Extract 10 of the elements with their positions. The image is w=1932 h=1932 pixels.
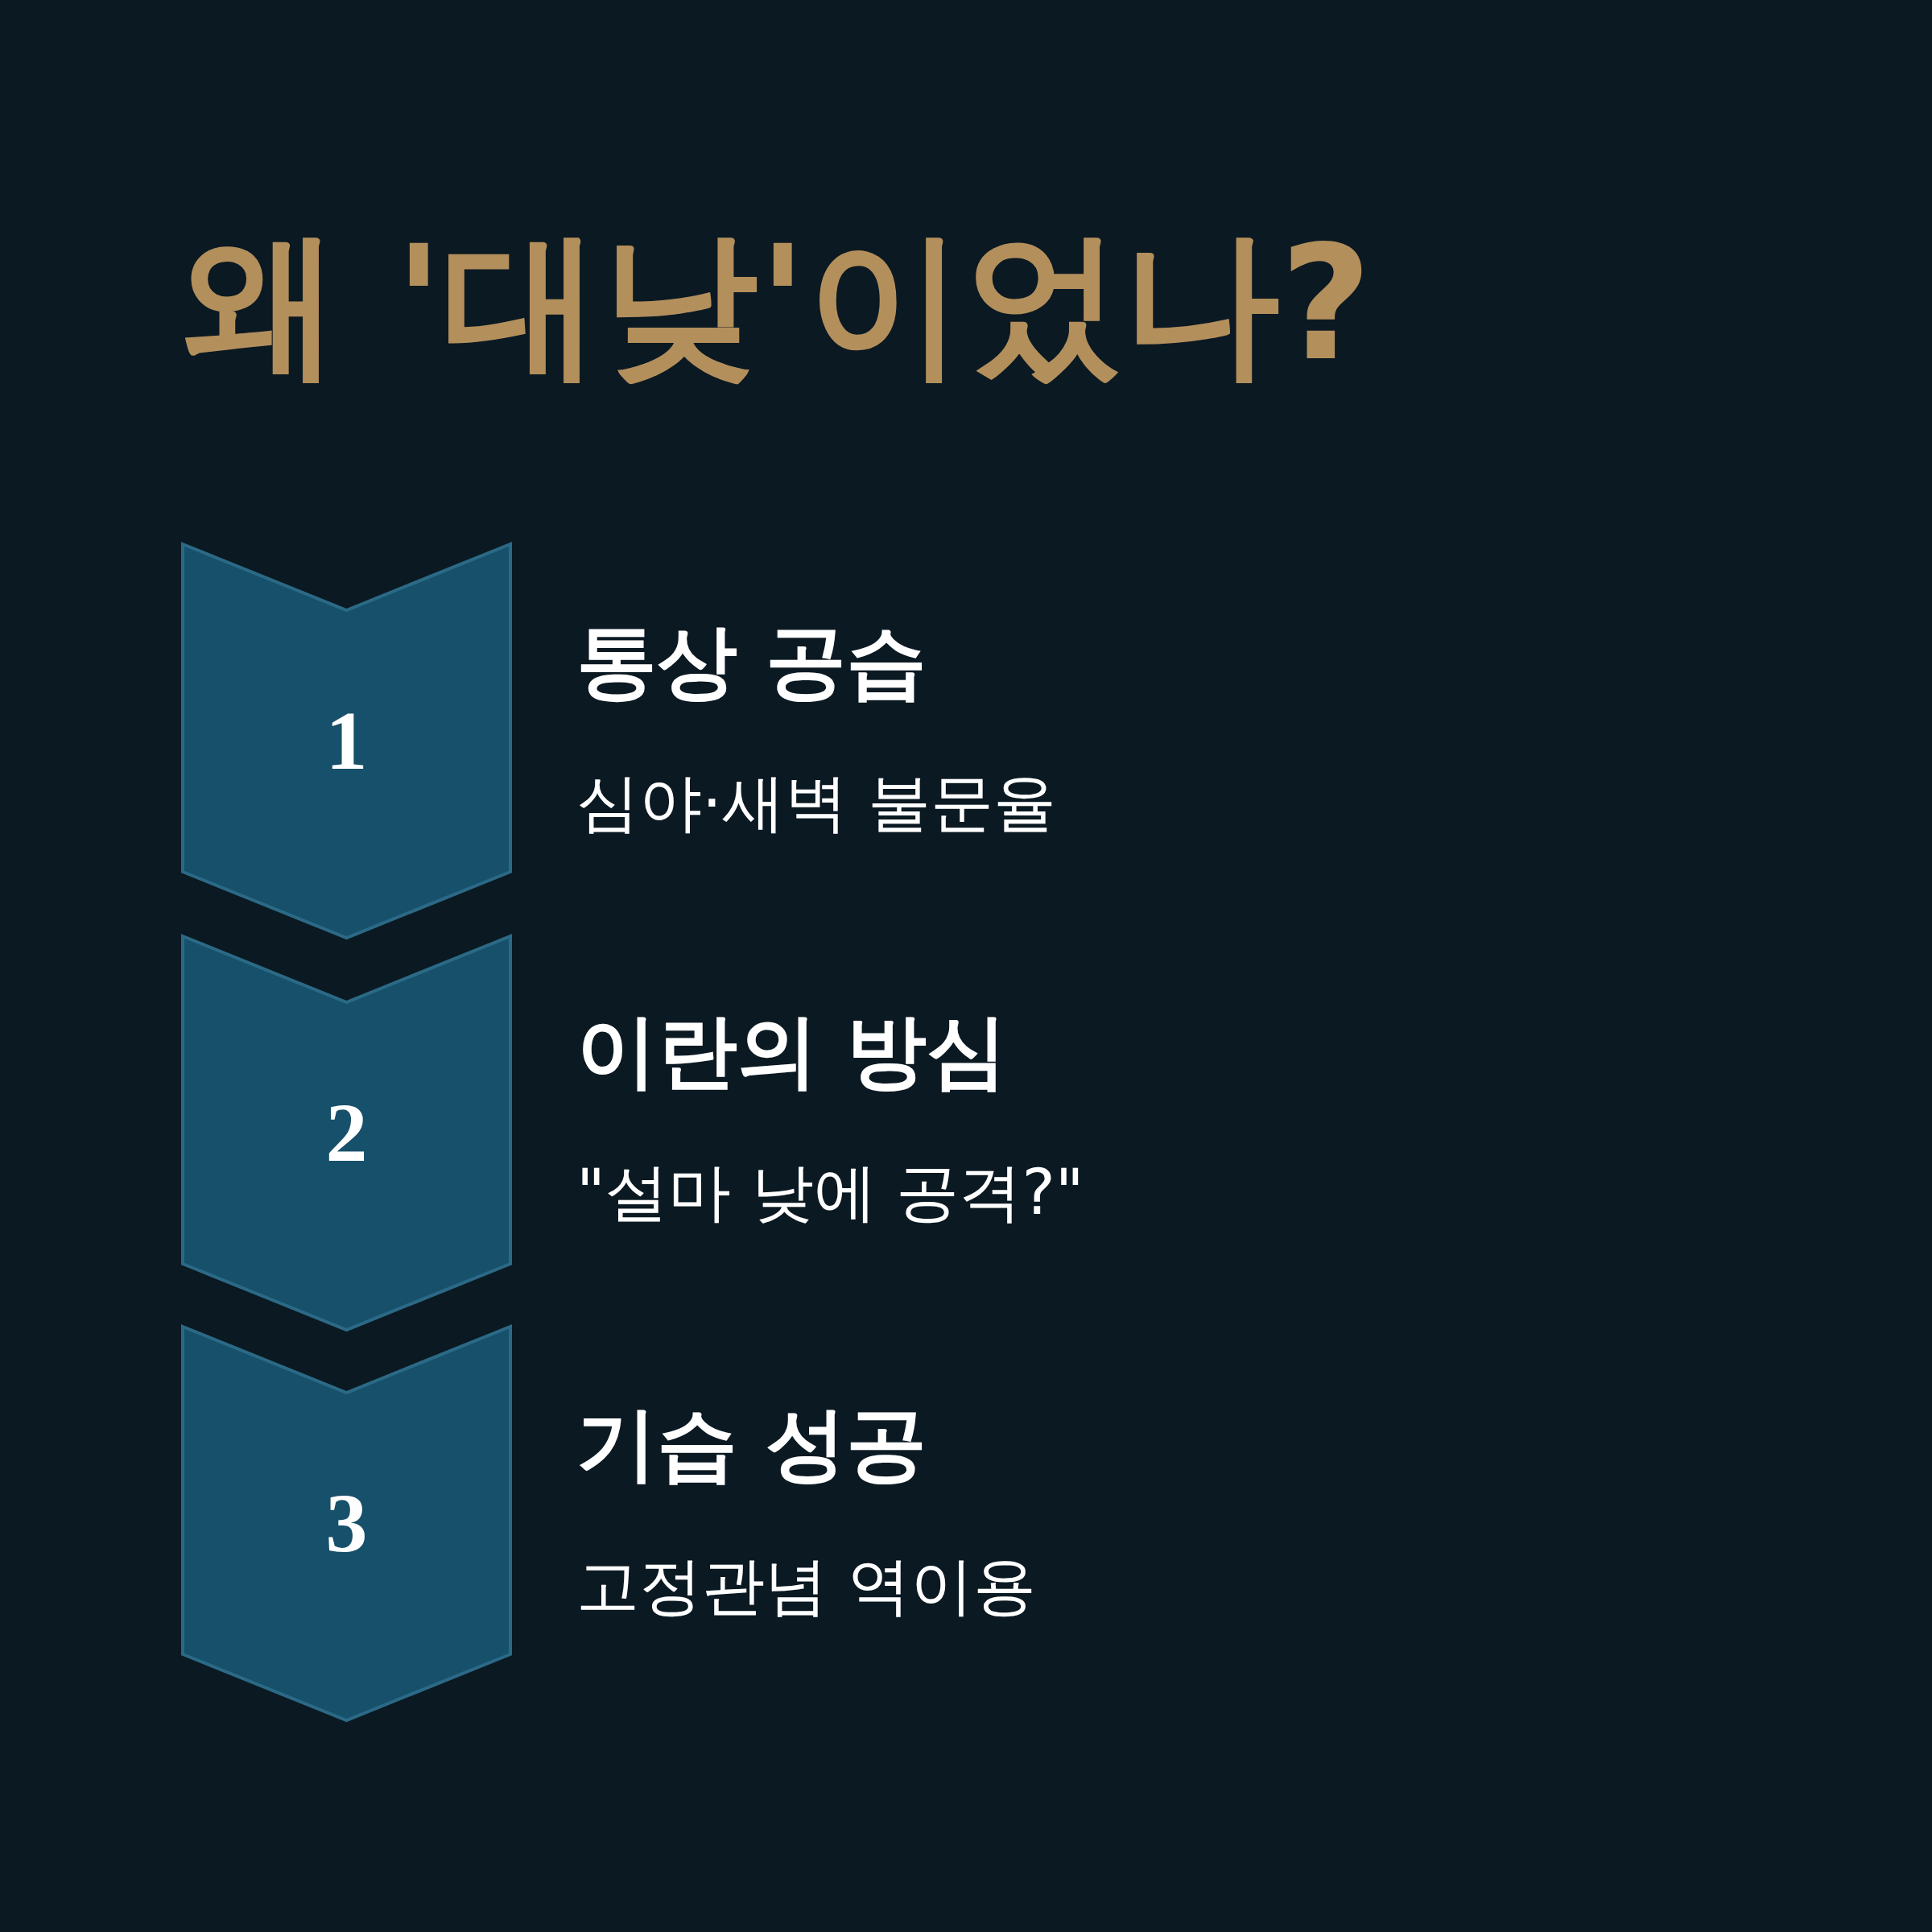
step-number: 2 [325,1089,368,1176]
step-heading: 이란의 방심 [576,1003,1007,1100]
title: 왜 '대낮'이었나? [182,211,1372,397]
step-number: 1 [325,697,368,784]
step-heading: 기습 성공 [576,1396,927,1492]
step-description: 고정관념 역이용 [576,1549,1036,1624]
step-description: 심야·새벽 불문율 [576,766,1056,841]
step-description: "설마 낮에 공격?" [576,1155,1084,1231]
step-heading: 통상 공습 [576,613,927,710]
step-number: 3 [325,1480,368,1567]
